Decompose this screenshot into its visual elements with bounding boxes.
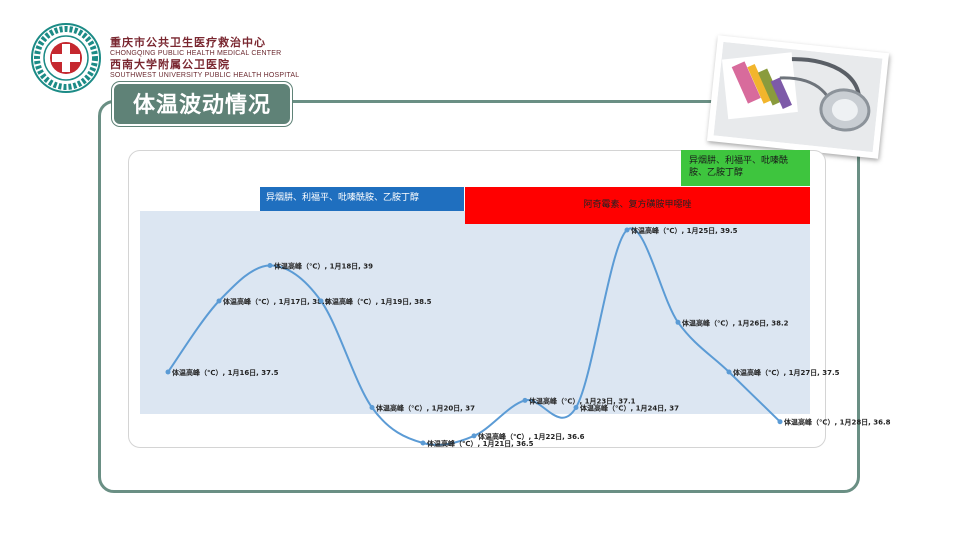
org-name-en-2: SOUTHWEST UNIVERSITY PUBLIC HEALTH HOSPI… — [110, 72, 300, 79]
data-label: 体温高峰（℃）, 1月18日, 39 — [274, 262, 373, 271]
data-label: 体温高峰（℃）, 1月25日, 39.5 — [631, 226, 738, 235]
data-label: 体温高峰（℃）, 1月26日, 38.2 — [682, 318, 789, 327]
data-point — [165, 369, 171, 375]
data-label: 体温高峰（℃）, 1月24日, 37 — [580, 404, 679, 413]
hospital-logo — [31, 23, 101, 93]
data-label: 体温高峰（℃）, 1月27日, 37.5 — [733, 368, 840, 377]
data-label: 体温高峰（℃）, 1月16日, 37.5 — [172, 368, 279, 377]
data-label: 体温高峰（℃）, 1月23日, 37.1 — [529, 396, 636, 405]
data-point — [216, 298, 222, 304]
data-point — [675, 319, 681, 325]
medication-band-3: 异烟肼、利福平、吡嗪酰胺、乙胺丁醇 — [681, 150, 810, 186]
data-label: 体温高峰（℃）, 1月19日, 38.5 — [325, 297, 432, 306]
stethoscope-photo — [706, 35, 890, 159]
org-name-cn-2: 西南大学附属公卫医院 — [110, 58, 230, 71]
data-point — [369, 405, 375, 410]
data-point — [471, 433, 477, 439]
data-label: 体温高峰（℃）, 1月21日, 36.5 — [427, 439, 534, 448]
medication-band-1: 异烟肼、利福平、吡嗪酰胺、乙胺丁醇 — [260, 187, 464, 211]
data-point — [420, 440, 426, 446]
data-point — [777, 419, 783, 425]
data-label: 体温高峰（℃）, 1月20日, 37 — [376, 404, 475, 413]
data-point — [573, 405, 579, 410]
stethoscope-image-icon — [713, 41, 883, 153]
data-point — [318, 298, 324, 304]
data-point — [267, 263, 273, 268]
medication-band-2: 阿奇霉素、复方磺胺甲噁唑 — [465, 187, 810, 224]
content-frame — [98, 100, 860, 493]
data-point — [522, 397, 528, 403]
data-label: 体温高峰（℃）, 1月22日, 36.6 — [478, 432, 585, 441]
data-point — [726, 369, 732, 375]
data-label: 体温高峰（℃）, 1月28日, 36.8 — [784, 418, 891, 427]
organization-name: 重庆市公共卫生医疗救治中心 CHONGQING PUBLIC HEALTH ME… — [110, 36, 299, 80]
plot-area — [140, 211, 810, 414]
org-name-cn-1: 重庆市公共卫生医疗救治中心 — [110, 36, 266, 49]
page-title: 体温波动情况 — [112, 82, 292, 126]
data-label: 体温高峰（℃）, 1月17日, 38.5 — [223, 297, 330, 306]
data-point — [624, 227, 630, 233]
org-name-en-1: CHONGQING PUBLIC HEALTH MEDICAL CENTER — [110, 50, 282, 57]
